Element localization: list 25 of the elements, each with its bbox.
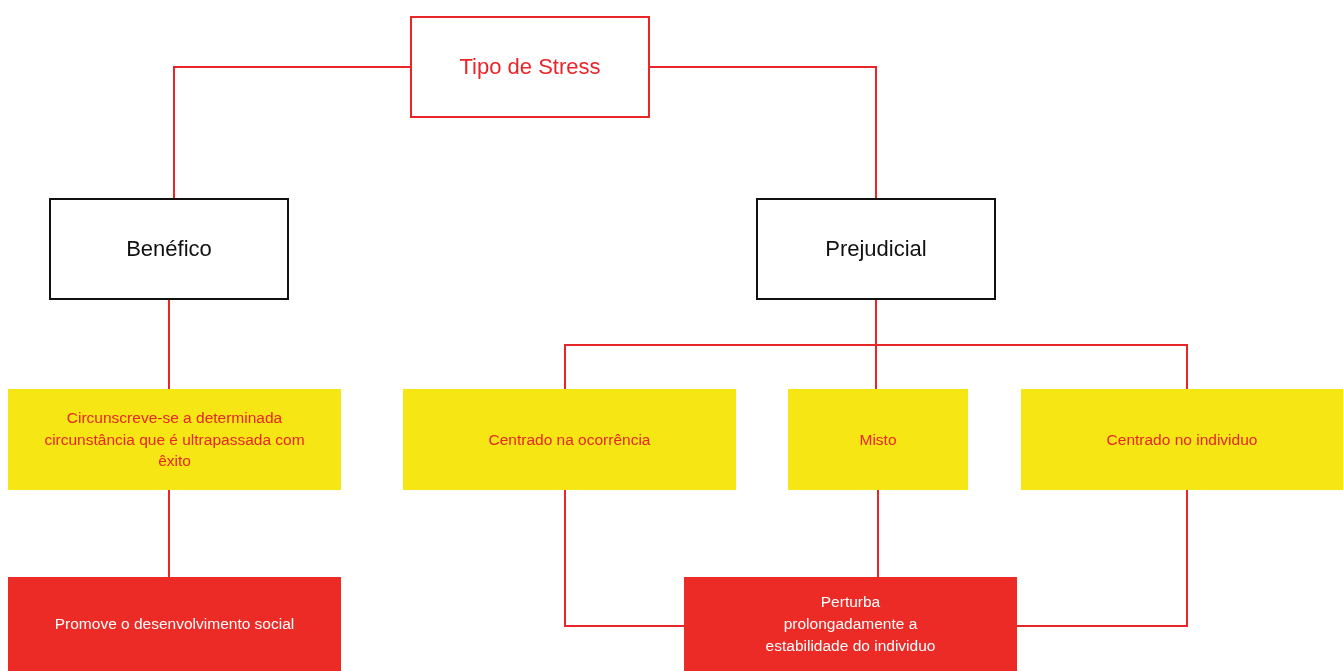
node-label: Promove o desenvolvimento social (54, 614, 295, 635)
focus-box (8, 389, 341, 490)
node-label: Circunscreve-se a determinada circunstância que é ultrapassada com êxito (43, 407, 306, 472)
node-label: Perturba prolongadamente a estabilidade do individuo (764, 592, 937, 656)
focus-box (403, 389, 736, 490)
category-box (756, 198, 996, 300)
node-label: Benéfico (126, 234, 212, 263)
effect-box (684, 577, 1017, 671)
connector-line (1016, 489, 1188, 627)
connector-line (173, 66, 411, 199)
title-box (410, 16, 650, 118)
connector-line (168, 299, 170, 390)
node-label: Misto (859, 429, 897, 450)
connector-line (564, 489, 685, 627)
connector-line (168, 489, 170, 578)
node-label: Centrado na ocorrência (488, 429, 651, 450)
focus-box (1021, 389, 1343, 490)
focus-box (788, 389, 968, 490)
node-label: Prejudicial (825, 234, 927, 263)
connector-line (877, 489, 879, 578)
effect-box (8, 577, 341, 671)
node-label: Tipo de Stress (459, 52, 601, 81)
category-box (49, 198, 289, 300)
connector-line (649, 66, 877, 199)
node-label: Centrado no individuo (1106, 429, 1258, 450)
